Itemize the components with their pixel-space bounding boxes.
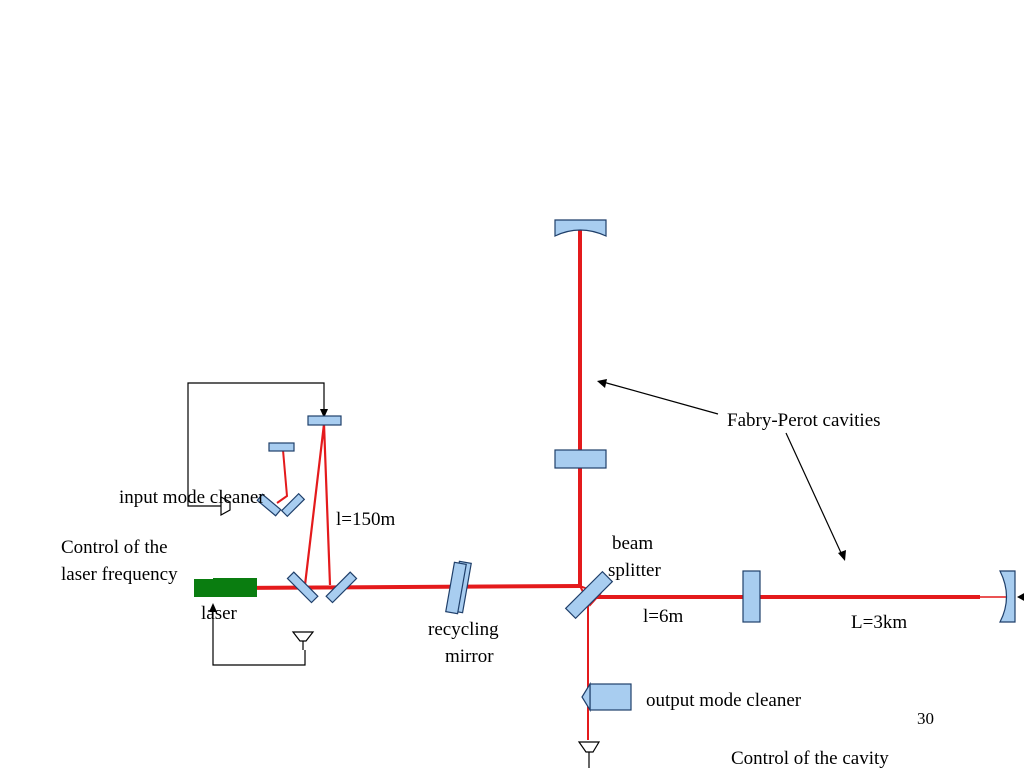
short-arm-length-label: l=6m [643,606,683,627]
arm-end-arrowhead [1017,593,1024,601]
page-number: 30 [917,709,934,728]
output-photodiode-icon [577,741,601,753]
beam-imc-triangle [303,423,332,586]
fp-pointer-arrowhead-2 [838,550,846,561]
imc-top-mirror [307,415,342,426]
fp-input-mirror-horizontal [742,570,761,623]
laser-control-label-line2: laser frequency [61,564,178,585]
omc-input-wedge [581,681,591,713]
recycling-mirror-label-line2: mirror [445,646,494,667]
laser-control-loop [212,607,306,666]
fp-end-mirror-horizontal [999,570,1016,623]
beam-imc-pickoff [276,449,289,504]
imc-pickoff-mirror-left [256,493,282,517]
recycling-mirror [445,561,467,615]
imc-control-loop [187,382,325,507]
imc-small-mirror [268,442,295,452]
imc-photodiode-icon [220,495,231,517]
output-mode-cleaner-label: output mode cleaner [646,690,802,711]
imc-pickoff-mirror-right [280,492,306,518]
laser-photodiode-icon [291,631,315,642]
fp-pointer-arrowhead-1 [597,379,607,388]
cavity-control-label: Control of the cavity [731,748,889,768]
beam-splitter-label-line1: beam [612,533,653,554]
imc-output-mirror [325,571,358,604]
fabry-perot-label: Fabry-Perot cavities [727,410,881,431]
fp-input-mirror-vertical [554,449,607,469]
imc-loop-arrowhead [320,409,328,418]
fp-pointer-arrow-1 [602,381,719,415]
laser-loop-arrowhead [209,603,217,612]
recycling-mirror-label-line1: recycling [428,619,499,640]
beam-splitter [564,570,614,620]
beam-input [239,584,581,590]
long-arm-length-label: L=3km [851,612,907,633]
fp-pointer-arrow-2 [785,432,843,556]
imc-length-label: l=150m [336,509,395,530]
laser-head [213,578,257,597]
imc-input-mirror [286,571,319,604]
fp-end-mirror-vertical [554,219,607,237]
laser-control-label-line1: Control of the [61,537,168,558]
omc-cavity [589,683,632,711]
beam-splitter-label-line2: splitter [608,560,661,581]
input-mode-cleaner-label: input mode cleaner [119,487,265,508]
laser-label: laser [201,603,238,624]
